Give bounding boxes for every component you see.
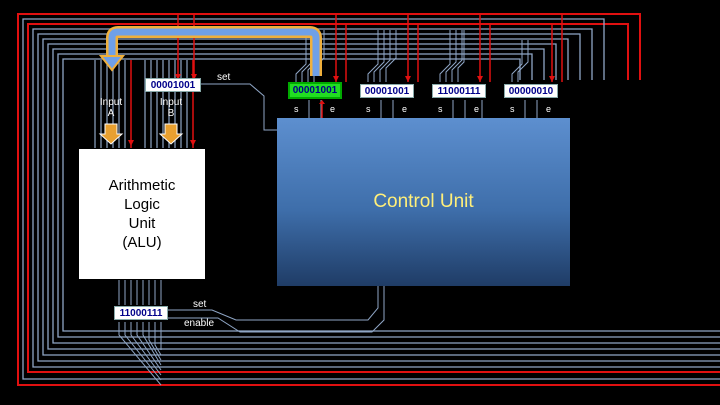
reg2-enable-label: e <box>402 104 408 114</box>
reg3-set-label: s <box>438 104 443 114</box>
reg1-set-label: s <box>294 104 299 114</box>
reg1-enable-label: e <box>330 104 336 114</box>
reg4-enable-label: e <box>546 104 552 114</box>
alu-output-bus <box>118 280 162 386</box>
input-b-label: Input B <box>159 97 183 119</box>
down-arrowheads <box>128 74 197 146</box>
register-red-arrowheads <box>333 76 555 82</box>
input-a-arrow-icon <box>98 123 124 145</box>
output-set-label: set <box>193 299 207 310</box>
cu-register-4: 00000010 <box>504 84 558 98</box>
input-b-set-label: set <box>217 72 231 83</box>
reg3-enable-label: e <box>474 104 480 114</box>
cu-register-1: 00001001 <box>288 82 342 99</box>
input-b-arrow-icon <box>158 123 184 145</box>
cu-register-3: 11000111 <box>432 84 486 98</box>
output-enable-label: enable <box>184 318 215 329</box>
register-red-wires <box>335 14 563 82</box>
red-control-loops <box>17 13 720 386</box>
register-bus-staircases <box>295 30 529 82</box>
blue-bus-loops <box>22 18 720 380</box>
output-control-lines <box>168 286 385 333</box>
alu-block: Arithmetic Logic Unit (ALU) <box>79 149 205 279</box>
output-register: 11000111 <box>114 306 168 320</box>
highlight-bus-arrowhead <box>98 55 126 72</box>
reg4-set-label: s <box>510 104 515 114</box>
alu-label: Arithmetic Logic Unit (ALU) <box>108 177 176 251</box>
control-unit-label: Control Unit <box>373 191 474 212</box>
active-enable-arrowhead <box>319 100 325 104</box>
highlight-bus-inner <box>108 28 320 76</box>
input-b-register: 00001001 <box>145 78 201 92</box>
cu-register-2: 00001001 <box>360 84 414 98</box>
input-a-label: Input A <box>99 97 123 119</box>
reg2-set-label: s <box>366 104 371 114</box>
control-unit-block: Control Unit <box>277 118 570 286</box>
